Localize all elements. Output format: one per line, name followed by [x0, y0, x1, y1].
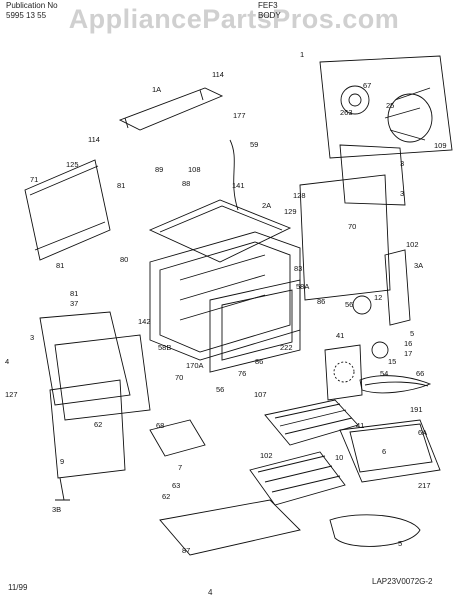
part-callout-109: 109 [434, 141, 447, 150]
part-callout-7: 7 [178, 463, 182, 472]
part-callout-5: 5 [410, 329, 414, 338]
part-callout-114: 114 [88, 135, 100, 144]
part-callout-3: 3 [400, 189, 404, 198]
part-callout-59: 59 [250, 140, 258, 149]
part-callout-58b: 58B [158, 343, 171, 352]
part-callout-63: 63 [172, 481, 180, 490]
broil-element [359, 375, 432, 394]
part-callout-142: 142 [138, 317, 151, 326]
part-callout-114: 114 [212, 70, 224, 79]
part-callout-222: 222 [280, 343, 293, 352]
part-callout-89: 89 [155, 165, 163, 174]
part-callout-68: 68 [156, 421, 164, 430]
watermark: AppliancePartsPros.com [68, 4, 400, 34]
left-lower-bracket [49, 379, 126, 479]
part-callout-177: 177 [233, 111, 246, 120]
part-callout-62: 62 [162, 492, 170, 501]
part-callout-81: 81 [117, 181, 125, 190]
part-callout-88: 88 [182, 179, 190, 188]
part-callout-3b: 3B [52, 505, 61, 514]
part-callout-66: 66 [416, 369, 424, 378]
leveling-leg [55, 477, 70, 501]
part-callout-56: 56 [345, 300, 353, 309]
part-callout-16: 16 [404, 339, 412, 348]
footer-diagram-code: LAP23V0072G-2 [372, 577, 433, 586]
part-callout-263: 263 [340, 108, 353, 117]
part-callout-191: 191 [410, 405, 423, 414]
oven-top-cover [148, 199, 292, 263]
model-number: FEF3 [258, 1, 278, 10]
part-callout-83: 83 [294, 264, 302, 273]
part-callout-81: 81 [56, 261, 64, 270]
part-callout-62: 62 [94, 420, 102, 429]
left-side-panel [24, 159, 111, 261]
part-callout-5: 5 [398, 539, 402, 548]
part-callout-86: 86 [255, 357, 263, 366]
part-callout-9: 9 [60, 457, 64, 466]
section-title: BODY [258, 11, 281, 20]
part-callout-128: 128 [293, 191, 306, 200]
part-callout-67: 67 [363, 81, 371, 90]
publication-number: 5995 13 55 [6, 11, 47, 20]
switch-assembly [149, 419, 206, 457]
part-callout-129: 129 [284, 207, 297, 216]
part-callout-217: 217 [418, 481, 431, 490]
top-back-panel [118, 87, 224, 131]
part-callout-71: 71 [30, 175, 38, 184]
part-callout-87: 87 [182, 546, 190, 555]
wiring-harness [229, 139, 239, 211]
oven-bottom-panel [159, 499, 301, 556]
part-callout-170a: 170A [186, 361, 204, 370]
part-callout-12: 12 [374, 293, 382, 302]
part-callout-56: 56 [216, 385, 224, 394]
part-callout-3a: 3A [414, 261, 423, 270]
door-frame [209, 279, 301, 373]
part-callout-125: 125 [66, 160, 79, 169]
part-callout-70: 70 [348, 222, 356, 231]
part-callout-6a: 6A [418, 428, 427, 437]
part-callout-127: 127 [5, 390, 18, 399]
part-callout-10: 10 [335, 453, 343, 462]
oven-rack-lower [249, 451, 346, 506]
rear-vent-panel [324, 344, 363, 401]
left-front-panel [39, 311, 131, 406]
part-callout-76: 76 [238, 369, 246, 378]
fan-motor [352, 295, 372, 315]
part-callout-3: 3 [30, 333, 34, 342]
part-callout-41: 41 [356, 421, 364, 430]
part-callout-102: 102 [406, 240, 419, 249]
part-callout-54: 54 [380, 369, 388, 378]
bake-element [329, 514, 421, 547]
part-callout-4: 4 [5, 357, 9, 366]
footer-page-number: 4 [208, 588, 213, 597]
part-callout-37: 37 [70, 299, 78, 308]
part-callout-107: 107 [254, 390, 267, 399]
part-callout-6: 6 [382, 447, 386, 456]
part-callout-1a: 1A [152, 85, 161, 94]
convection-fan-inset [319, 55, 453, 159]
part-callout-17: 17 [404, 349, 412, 358]
part-callout-70: 70 [175, 373, 183, 382]
part-callout-1: 1 [300, 50, 304, 59]
part-callout-3: 3 [400, 159, 404, 168]
broiler-pan [339, 419, 441, 483]
oven-rack-upper [264, 399, 359, 446]
part-callout-58a: 58A [296, 282, 309, 291]
part-callout-15: 15 [388, 357, 396, 366]
part-callout-86: 86 [317, 297, 325, 306]
part-callout-81: 81 [70, 289, 78, 298]
publication-label: Publication No [6, 1, 58, 10]
right-side-panel [299, 174, 391, 301]
part-callout-25: 25 [386, 101, 394, 110]
part-callout-80: 80 [120, 255, 128, 264]
part-callout-2a: 2A [262, 201, 271, 210]
footer-date: 11/99 [8, 583, 28, 592]
part-callout-108: 108 [188, 165, 201, 174]
part-callout-41: 41 [336, 331, 344, 340]
part-callout-141: 141 [232, 181, 245, 190]
part-callout-102: 102 [260, 451, 273, 460]
